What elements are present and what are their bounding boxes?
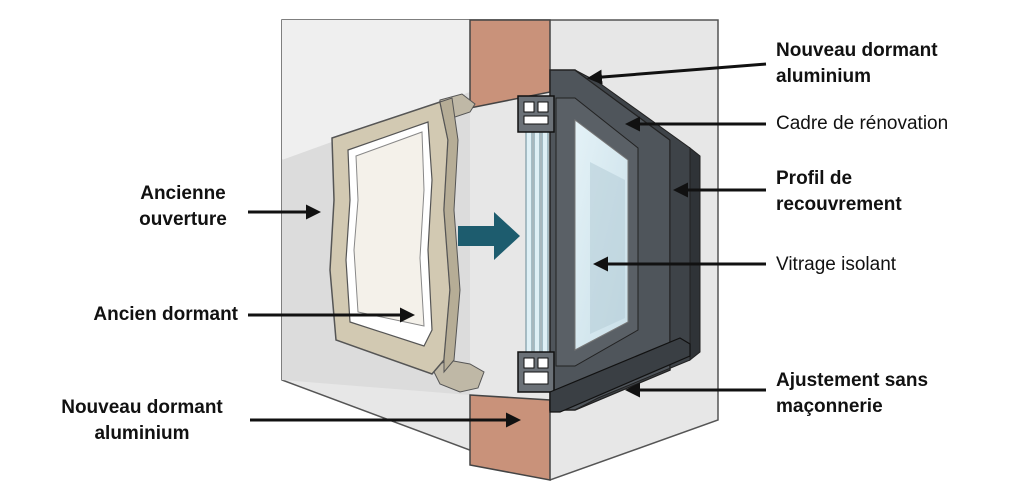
profile-section-bottom [517,351,555,393]
new-aluminium-frame [549,69,701,411]
label-profil-recouvrement-line1: Profil de [776,168,853,189]
label-cadre-renovation-text: Cadre de rénovation [776,113,949,134]
label-nouveau-dormant-haut: Nouveau dormant aluminium [776,38,976,90]
label-nouveau-dormant-haut-line2: aluminium [776,66,872,87]
label-profil-recouvrement-line2: recouvrement [776,194,902,215]
label-nouveau-dormant-bas-line1: Nouveau dormant [61,397,223,418]
label-ajustement-line2: maçonnerie [776,396,883,417]
label-ancienne-ouverture: Ancienne ouverture [128,181,238,233]
old-frame [329,97,461,375]
label-ancienne-ouverture-line2: ouverture [139,209,227,230]
profile-section-top [517,95,555,133]
label-ajustement: Ajustement sans maçonnerie [776,368,986,420]
masonry-section-bottom [469,394,551,481]
callout-arrows [248,62,767,428]
label-ancien-dormant: Ancien dormant [40,302,238,328]
label-ancienne-ouverture-line1: Ancienne [140,183,226,204]
masonry-section-top [469,19,551,109]
label-cadre-renovation: Cadre de rénovation [776,111,996,137]
label-nouveau-dormant-bas-line2: aluminium [94,423,190,444]
glazing-section [525,117,549,355]
label-nouveau-dormant-bas: Nouveau dormant aluminium [40,395,244,447]
label-profil-recouvrement: Profil de recouvrement [776,166,976,218]
label-ajustement-line1: Ajustement sans [776,370,929,391]
transition-arrow [458,212,520,260]
label-vitrage-isolant-text: Vitrage isolant [776,254,897,275]
callout-arrow-nouveau-dormant-haut [587,62,767,85]
label-nouveau-dormant-haut-line1: Nouveau dormant [776,40,938,61]
sill-profile [549,337,691,413]
label-vitrage-isolant: Vitrage isolant [776,252,976,278]
label-ancien-dormant-text: Ancien dormant [93,304,238,325]
